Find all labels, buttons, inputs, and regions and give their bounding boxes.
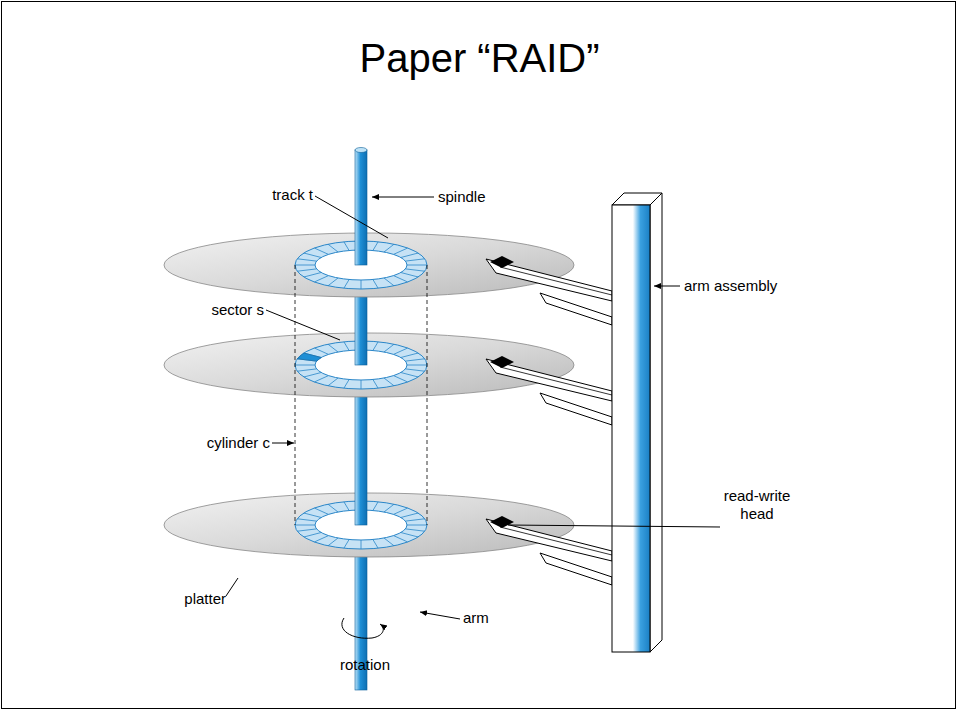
part-label: cylinder c	[207, 434, 270, 452]
platter	[164, 233, 574, 297]
arm	[486, 356, 612, 425]
part-label: read-write head	[722, 487, 792, 523]
arm	[486, 256, 612, 325]
part-label: arm assembly	[684, 277, 777, 295]
part-label: platter	[184, 590, 226, 608]
spindle	[355, 150, 367, 265]
spindle-cap	[355, 148, 367, 153]
part-label: arm	[463, 609, 489, 627]
arm-assembly	[612, 193, 662, 652]
part-label: rotation	[340, 656, 390, 674]
leader-lines	[226, 196, 720, 638]
cylinder-outline	[295, 265, 427, 525]
part-label: sector s	[211, 301, 264, 319]
slide-title: Paper “RAID”	[0, 36, 959, 81]
part-label: track t	[272, 186, 313, 204]
platter	[164, 333, 574, 397]
arm	[486, 516, 612, 585]
part-label: spindle	[438, 188, 486, 206]
